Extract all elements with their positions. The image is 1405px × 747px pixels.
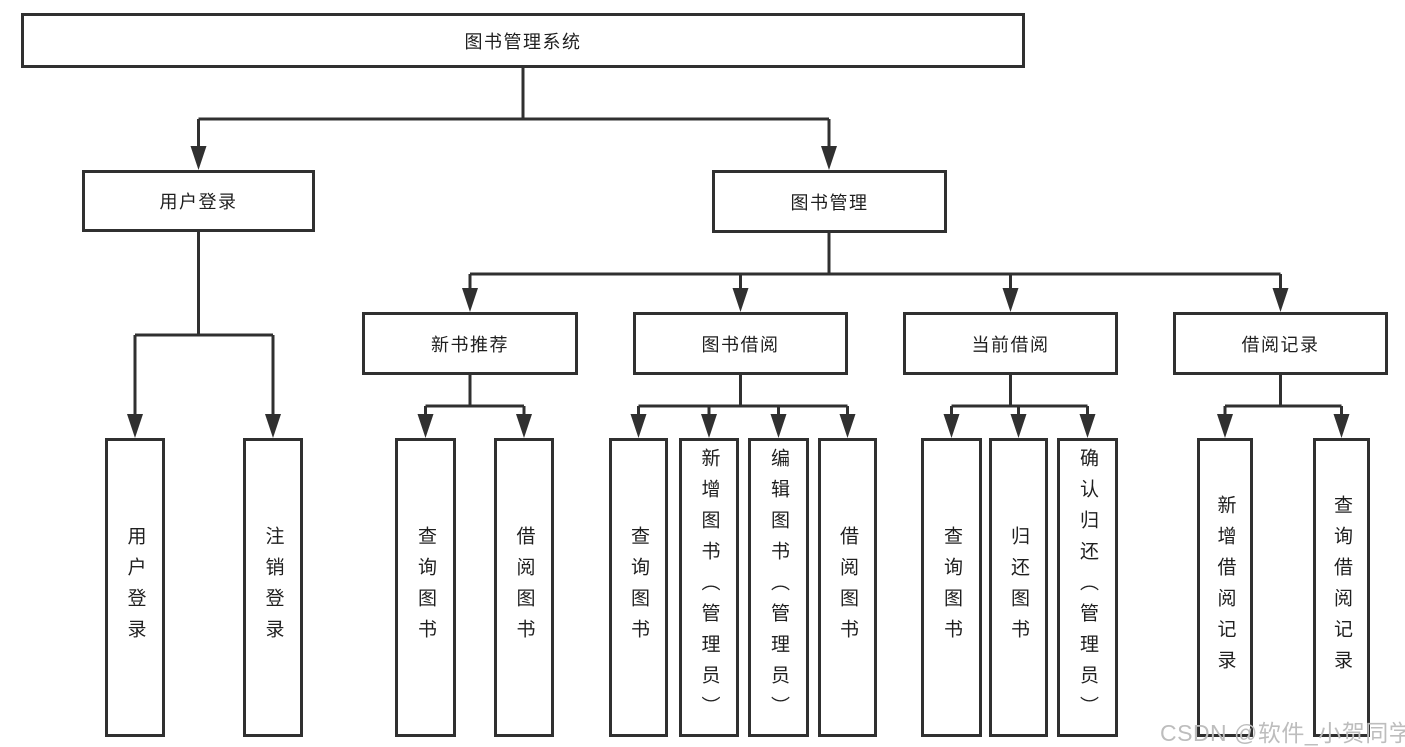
leaf-label: 查询图书 [415, 525, 436, 650]
node-label: 图书管理系统 [464, 31, 582, 52]
leaf-label: 查询图书 [941, 525, 962, 650]
leaf-label: 用户登录 [124, 525, 146, 650]
leaf-label: 新增图书（管理员） [698, 448, 720, 727]
leaf-borrow-books-recommend: 借阅图书 [494, 438, 554, 737]
leaf-label: 编辑图书（管理员） [768, 448, 789, 727]
leaf-add-books-admin: 新增图书（管理员） [679, 438, 739, 737]
node-label: 当前借阅 [971, 334, 1050, 355]
leaf-add-borrow-record: 新增借阅记录 [1197, 438, 1253, 737]
node-label: 图书管理 [790, 192, 869, 213]
leaf-query-books-recommend: 查询图书 [395, 438, 456, 737]
leaf-user-login: 用户登录 [105, 438, 165, 737]
leaf-label: 查询图书 [628, 525, 649, 650]
node-label: 借阅记录 [1241, 334, 1320, 355]
leaf-confirm-return-admin: 确认归还（管理员） [1057, 438, 1118, 737]
leaf-label: 查询借阅记录 [1331, 494, 1352, 681]
node-label: 用户登录 [159, 192, 238, 212]
leaf-label: 借阅图书 [837, 525, 858, 650]
leaf-query-books-current: 查询图书 [921, 438, 982, 737]
leaf-label: 注销登录 [262, 525, 284, 650]
leaf-query-books-borrowing: 查询图书 [609, 438, 668, 737]
leaf-borrow-books-borrowing: 借阅图书 [818, 438, 877, 737]
leaf-query-borrow-record: 查询借阅记录 [1313, 438, 1370, 737]
node-label: 图书借阅 [701, 334, 780, 355]
node-book-borrowing: 图书借阅 [633, 312, 848, 375]
leaf-logout: 注销登录 [243, 438, 303, 737]
node-borrowing-records: 借阅记录 [1173, 312, 1388, 375]
leaf-label: 新增借阅记录 [1214, 494, 1236, 681]
leaf-return-books: 归还图书 [989, 438, 1048, 737]
node-library-management-system: 图书管理系统 [21, 13, 1025, 68]
node-user-login: 用户登录 [82, 170, 315, 232]
leaf-edit-books-admin: 编辑图书（管理员） [748, 438, 809, 737]
leaf-label: 确认归还（管理员） [1077, 448, 1098, 727]
node-book-management: 图书管理 [712, 170, 947, 233]
leaf-label: 归还图书 [1008, 525, 1029, 650]
node-current-borrowing: 当前借阅 [903, 312, 1118, 375]
csdn-watermark: CSDN @软件_小贺同学 [1160, 720, 1405, 746]
node-label: 新书推荐 [431, 334, 509, 355]
leaf-label: 借阅图书 [513, 525, 535, 650]
node-new-book-recommend: 新书推荐 [362, 312, 578, 375]
